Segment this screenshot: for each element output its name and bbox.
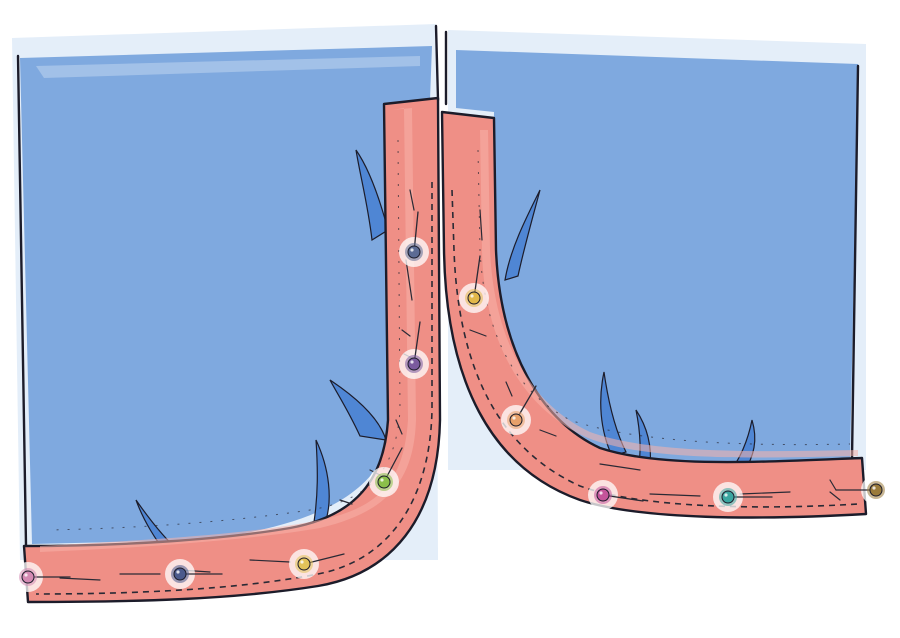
- pin-icon: [165, 559, 223, 589]
- pin-icon: [399, 211, 429, 267]
- pin-shine: [512, 416, 516, 420]
- left-panel-inner-light: [36, 56, 420, 78]
- pin-shine: [176, 570, 180, 574]
- pin-shine: [470, 294, 474, 298]
- pin-shine: [380, 478, 384, 482]
- pin-icon: [13, 562, 71, 592]
- pin-shine: [872, 486, 876, 490]
- fold-shadow: [504, 189, 541, 281]
- pin-shine: [410, 360, 414, 364]
- pin-icon: [835, 475, 891, 505]
- left-panel-top-outline: [434, 24, 440, 102]
- pin-icon: [289, 549, 345, 579]
- left-panel-body: [20, 46, 432, 544]
- pin-shine: [724, 493, 728, 497]
- pin-icon: [713, 482, 773, 512]
- pin-head: [377, 475, 391, 489]
- pin-icon: [588, 480, 644, 510]
- left-strip-stitch-line: [35, 182, 433, 595]
- pin-icon: [369, 447, 403, 497]
- pins-layer: [13, 211, 891, 592]
- pin-head: [596, 488, 610, 502]
- left-fabric-panel: [12, 24, 440, 560]
- pin-head: [407, 245, 421, 259]
- pin-head: [467, 291, 481, 305]
- right-bias-binding-strip: [440, 110, 868, 519]
- pin-icon: [459, 255, 489, 313]
- pin-head: [21, 570, 35, 584]
- pin-head: [173, 567, 187, 581]
- pin-icon: [501, 385, 537, 435]
- left-panel-outline: [16, 54, 28, 547]
- pin-head: [721, 490, 735, 504]
- pin-icon: [399, 321, 429, 379]
- pin-shine: [24, 573, 28, 577]
- right-strip-stitch-line: [451, 189, 859, 508]
- right-strip-seam-line: [477, 149, 851, 446]
- pin-head: [297, 557, 311, 571]
- pin-shine: [410, 248, 414, 252]
- pin-shine: [599, 491, 603, 495]
- left-bias-binding-strip: [22, 96, 442, 604]
- pin-shine: [300, 560, 304, 564]
- pin-head: [869, 483, 883, 497]
- right-panel-outline-right: [850, 64, 860, 460]
- pin-head: [509, 413, 523, 427]
- left-strip-body: [22, 96, 442, 604]
- right-fabric-panel: [444, 30, 866, 470]
- pin-head: [407, 357, 421, 371]
- right-panel-body: [456, 50, 858, 468]
- fold-shadow: [355, 149, 389, 242]
